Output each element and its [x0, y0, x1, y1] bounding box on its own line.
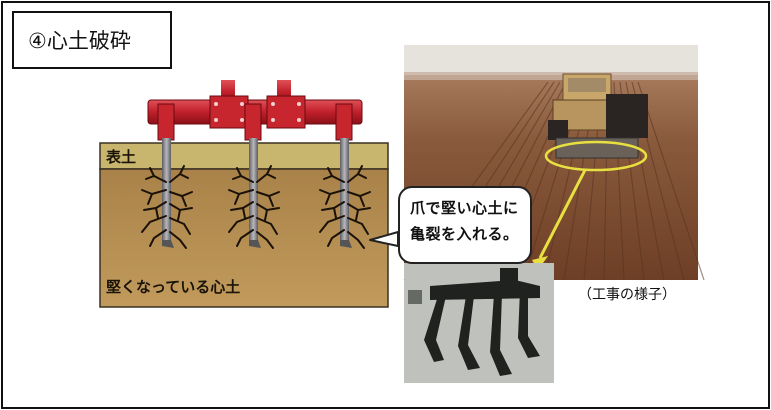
crack-line: [327, 229, 345, 247]
callout-line-2: 亀裂を入れる。: [410, 225, 519, 243]
tractor-wheel: [606, 94, 648, 138]
crack-line: [181, 195, 187, 207]
highlight-ellipse: [544, 140, 648, 172]
sky: [404, 45, 698, 75]
crack-line: [177, 209, 181, 221]
clamp-left: [209, 95, 249, 129]
implement-tine-1: [424, 296, 446, 362]
implement-hitch: [500, 268, 518, 284]
crack-line: [234, 193, 240, 205]
crack-line: [256, 231, 274, 249]
crack-line: [266, 165, 272, 175]
crack-line: [236, 229, 254, 247]
crack-line: [347, 217, 369, 235]
crack-line: [347, 231, 365, 249]
holder-2: [244, 103, 262, 141]
connector-line: [538, 169, 587, 259]
crack-line: [149, 229, 167, 247]
implement-tine-3: [490, 294, 512, 376]
crack-line: [256, 217, 278, 235]
crack-line: [359, 195, 365, 207]
holder-3: [335, 103, 353, 141]
crack-line: [228, 215, 254, 233]
section-title: ④心土破砕: [12, 11, 172, 69]
clamp-right: [266, 95, 306, 129]
implement-photo: [404, 263, 554, 383]
crack-line: [264, 209, 268, 221]
crack-line: [236, 167, 242, 177]
implement-frame: [430, 280, 540, 300]
callout-line-1: 爪で堅い心土に: [410, 199, 519, 217]
crack-line: [179, 165, 185, 175]
topsoil-label: 表土: [106, 148, 137, 166]
crack-line: [141, 215, 167, 233]
crack-line: [147, 193, 153, 205]
crack-line: [325, 193, 331, 205]
crack-line: [319, 215, 345, 233]
crack-line: [327, 167, 333, 177]
crack-line: [155, 207, 159, 219]
crack-line: [333, 207, 337, 219]
implement-tine-4: [518, 290, 540, 358]
crack-line: [242, 207, 246, 219]
crack-line: [149, 167, 155, 177]
holder-1: [157, 103, 175, 141]
crack-line: [355, 209, 359, 221]
hard-subsoil-label: 堅くなっている心土: [106, 278, 241, 296]
implement-tine-2: [458, 296, 480, 370]
crack-line: [357, 165, 363, 175]
crack-line: [268, 195, 274, 207]
photo-caption: （工事の様子）: [578, 287, 676, 303]
crack-line: [169, 217, 191, 235]
subsoil-cracks: [141, 165, 371, 249]
furrow-line: [637, 81, 705, 281]
implement-photo-bg: [404, 263, 554, 383]
crack-line: [169, 231, 187, 249]
callout-box: 爪で堅い心土に 亀裂を入れる。: [398, 186, 532, 264]
